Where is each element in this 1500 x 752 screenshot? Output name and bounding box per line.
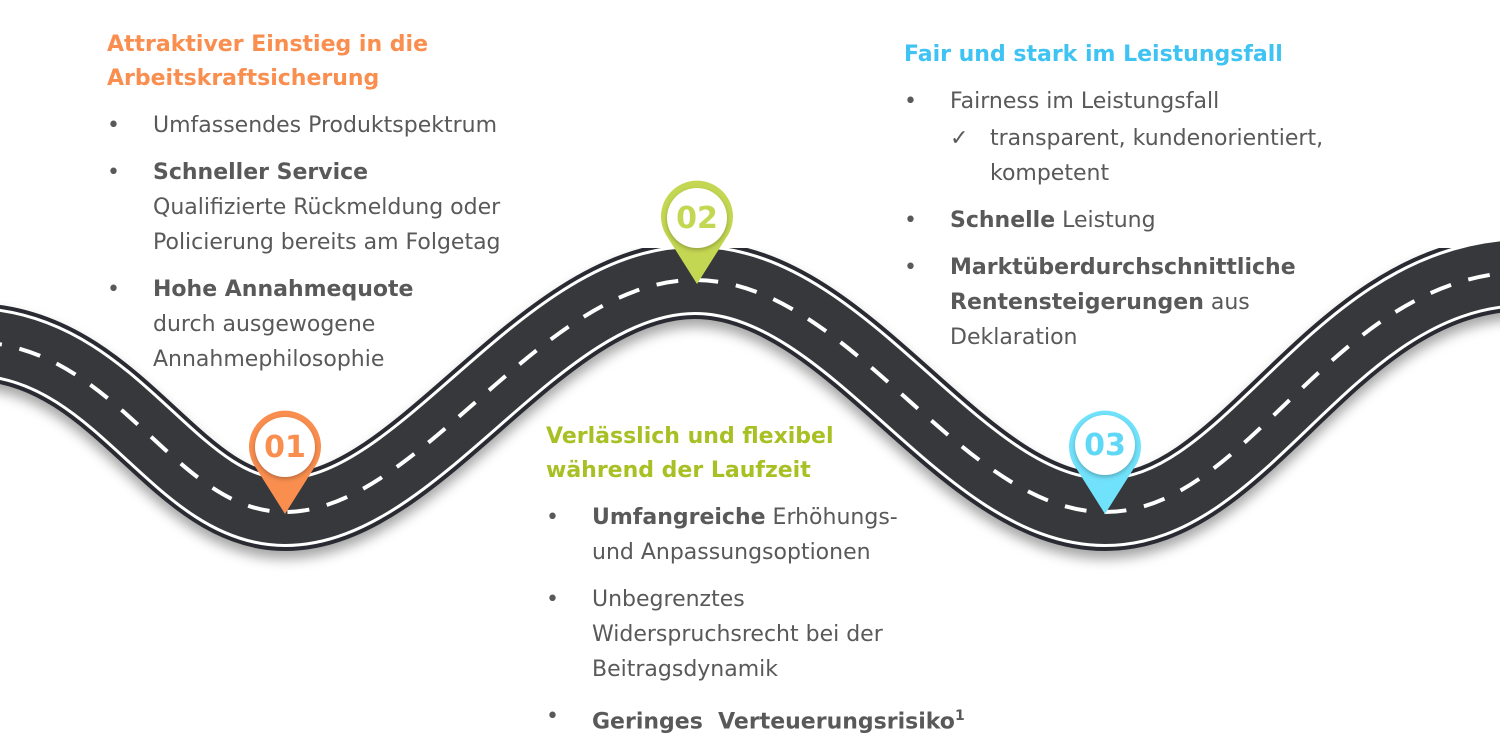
title-line: Arbeitskraftsicherung	[107, 66, 380, 91]
bullet-icon: •	[546, 587, 559, 612]
item-bold: Schnelle	[950, 208, 1056, 233]
bullet-icon: •	[107, 113, 120, 138]
bullet-icon: •	[107, 277, 120, 302]
section-3: Fair und stark im Leistungsfall • Fairnes…	[904, 38, 1404, 355]
item-text: und Anpassungsoptionen	[592, 540, 871, 565]
item-text: aus	[1203, 290, 1250, 315]
list-item: • Fairness im Leistungsfall ✓ transparent,…	[904, 84, 1404, 191]
lane-markings	[0, 271, 1500, 515]
title-line: während der Laufzeit	[546, 458, 811, 483]
item-text: Deklaration	[950, 325, 1078, 350]
item-bold: Umfangreiche	[592, 505, 766, 530]
item-bold: Hohe Annahmequote	[153, 277, 414, 302]
section-3-title: Fair und stark im Leistungsfall	[904, 42, 1283, 67]
pin-03-label: 03	[1075, 415, 1135, 475]
section-1-title: Attraktiver Einstieg in die Arbeitskraft…	[107, 28, 577, 96]
bullet-icon: •	[546, 505, 559, 530]
title-line: Attraktiver Einstieg in die	[107, 32, 428, 57]
item-bold: Rentensteigerungen	[950, 290, 1204, 315]
footnote-marker: 1	[954, 708, 965, 724]
sub-item: ✓ transparent, kundenorientiert, kompetent	[950, 121, 1404, 191]
pin-01-label: 01	[255, 417, 315, 477]
item-text: Policierung bereits am Folgetag	[153, 230, 501, 255]
item-bold: Marktüberdurchschnittliche	[950, 255, 1296, 280]
list-item: • Geringes Verteuerungsrisiko1	[546, 699, 986, 739]
item-text: durch ausgewogene	[153, 312, 376, 337]
check-icon: ✓	[950, 126, 969, 151]
item-text: Annahmephilosophie	[153, 347, 385, 372]
item-text: Widerspruchsrecht bei der	[592, 622, 883, 647]
section-2: Verlässlich und flexibel während der Lau…	[546, 420, 986, 739]
item-bold: Geringes Verteuerungsrisiko	[592, 709, 955, 735]
winding-road	[0, 234, 1500, 552]
item-text: Qualifizierte Rückmeldung oder	[153, 195, 501, 220]
title-line: Verlässlich und flexibel	[546, 424, 834, 449]
item-text: Unbegrenztes	[592, 587, 745, 612]
item-bold: Schneller Service	[153, 160, 369, 185]
bullet-icon: •	[904, 208, 917, 233]
bullet-icon: •	[107, 160, 120, 185]
item-text: Erhöhungs-	[765, 505, 898, 530]
list-item: • Umfassendes Produktspektrum	[107, 108, 577, 143]
bullet-icon: •	[546, 704, 559, 729]
section-1: Attraktiver Einstieg in die Arbeitskraft…	[107, 28, 577, 377]
list-item: • Schnelle Leistung	[904, 203, 1404, 238]
item-text: Umfassendes Produktspektrum	[153, 113, 498, 138]
section-2-title: Verlässlich und flexibel während der Lau…	[546, 420, 986, 488]
item-text: kompetent	[990, 161, 1110, 186]
item-text: transparent, kundenorientiert,	[990, 126, 1324, 151]
pin-02-label: 02	[667, 188, 727, 248]
bullet-icon: •	[904, 89, 917, 114]
bullet-icon: •	[904, 255, 917, 280]
item-text: Beitragsdynamik	[592, 657, 779, 682]
item-text: Leistung	[1055, 208, 1156, 233]
item-text: Fairness im Leistungsfall	[950, 89, 1220, 114]
list-item: • Umfangreiche Erhöhungs-und Anpassungsop…	[546, 500, 986, 570]
